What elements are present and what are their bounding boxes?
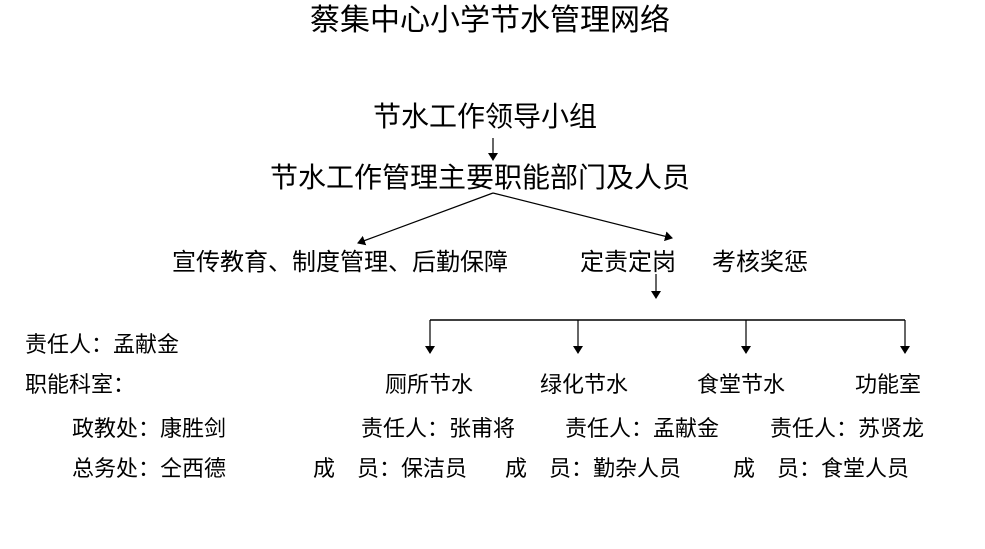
unit-name: 厕所节水 — [385, 373, 474, 398]
departments-node: 节水工作管理主要职能部门及人员 — [270, 161, 691, 194]
left-office-1: 政教处：康胜剑 — [72, 417, 227, 442]
unit-members: 成 员：勤杂人员 — [505, 457, 682, 482]
unit-name: 功能室 — [855, 373, 922, 398]
left-offices-label: 职能科室： — [25, 373, 136, 398]
unit-responsible: 责任人：张甫将 — [361, 417, 516, 442]
page-title: 蔡集中心小学节水管理网络 — [310, 3, 670, 38]
branch-assessment-node: 考核奖惩 — [712, 248, 808, 276]
unit-responsible: 责任人：孟献金 — [565, 417, 720, 442]
leader-group-node: 节水工作领导小组 — [373, 100, 598, 133]
arrow-to-right-branch — [492, 192, 673, 242]
arrow-to-left-branch — [357, 192, 494, 246]
unit-name: 食堂节水 — [697, 373, 786, 398]
branch-duty-node: 定责定岗 — [580, 248, 676, 276]
branch-left-node: 宣传教育、制度管理、后勤保障 — [172, 248, 508, 276]
unit-responsible: 责任人：苏贤龙 — [770, 417, 925, 442]
left-responsible: 责任人：孟献金 — [25, 333, 180, 358]
unit-name: 绿化节水 — [540, 373, 629, 398]
unit-members: 成 员：保洁员 — [313, 457, 468, 482]
unit-members: 成 员：食堂人员 — [733, 457, 910, 482]
left-office-2: 总务处：仝西德 — [72, 457, 227, 482]
